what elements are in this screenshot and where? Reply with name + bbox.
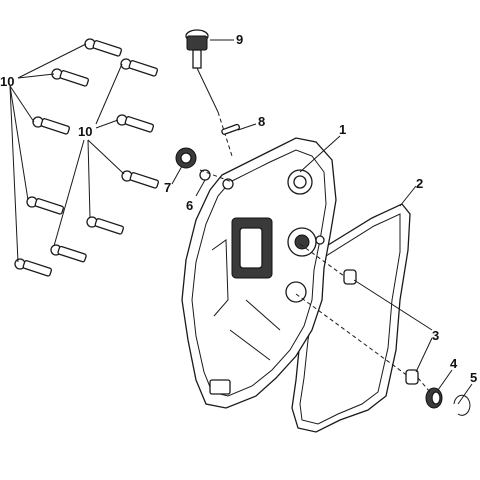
- bolt-2: [51, 68, 89, 87]
- label-10a: 10: [0, 74, 14, 89]
- bolt-9: [50, 244, 87, 263]
- bolt-4: [32, 116, 70, 135]
- label-2: 2: [416, 176, 423, 191]
- label-10b: 10: [78, 124, 92, 139]
- bolt-6: [121, 170, 159, 189]
- label-4: 4: [450, 356, 458, 371]
- leaders-10: [9, 43, 125, 263]
- part-labels: 1 2 3 4 5 6 7 8 9 10 10: [0, 32, 477, 385]
- label-8: 8: [258, 114, 265, 129]
- bolt-5: [116, 114, 154, 133]
- seal-part-7: [175, 147, 197, 169]
- bolt-group-10: [14, 38, 159, 277]
- bolt-1: [84, 38, 122, 57]
- pin-part-8: [221, 123, 241, 135]
- label-5: 5: [470, 370, 477, 385]
- washer-part-6: [199, 169, 211, 181]
- bolt-3: [120, 58, 158, 77]
- oil-seal-part-4: [425, 387, 443, 409]
- leader-lines: [171, 39, 473, 405]
- label-9: 9: [236, 32, 243, 47]
- bolt-8: [86, 216, 124, 235]
- label-1: 1: [339, 122, 346, 137]
- circlip-part-5: [453, 394, 471, 416]
- dipstick-part-9: [185, 29, 233, 157]
- bolt-10: [14, 258, 52, 277]
- bolt-7: [26, 196, 64, 215]
- label-7: 7: [164, 180, 171, 195]
- crankcase-cover-part-1: [181, 137, 337, 409]
- label-6: 6: [186, 198, 193, 213]
- dowel-pin-part-3: [343, 269, 419, 385]
- alignment-lines: [199, 169, 431, 393]
- label-3: 3: [432, 328, 439, 343]
